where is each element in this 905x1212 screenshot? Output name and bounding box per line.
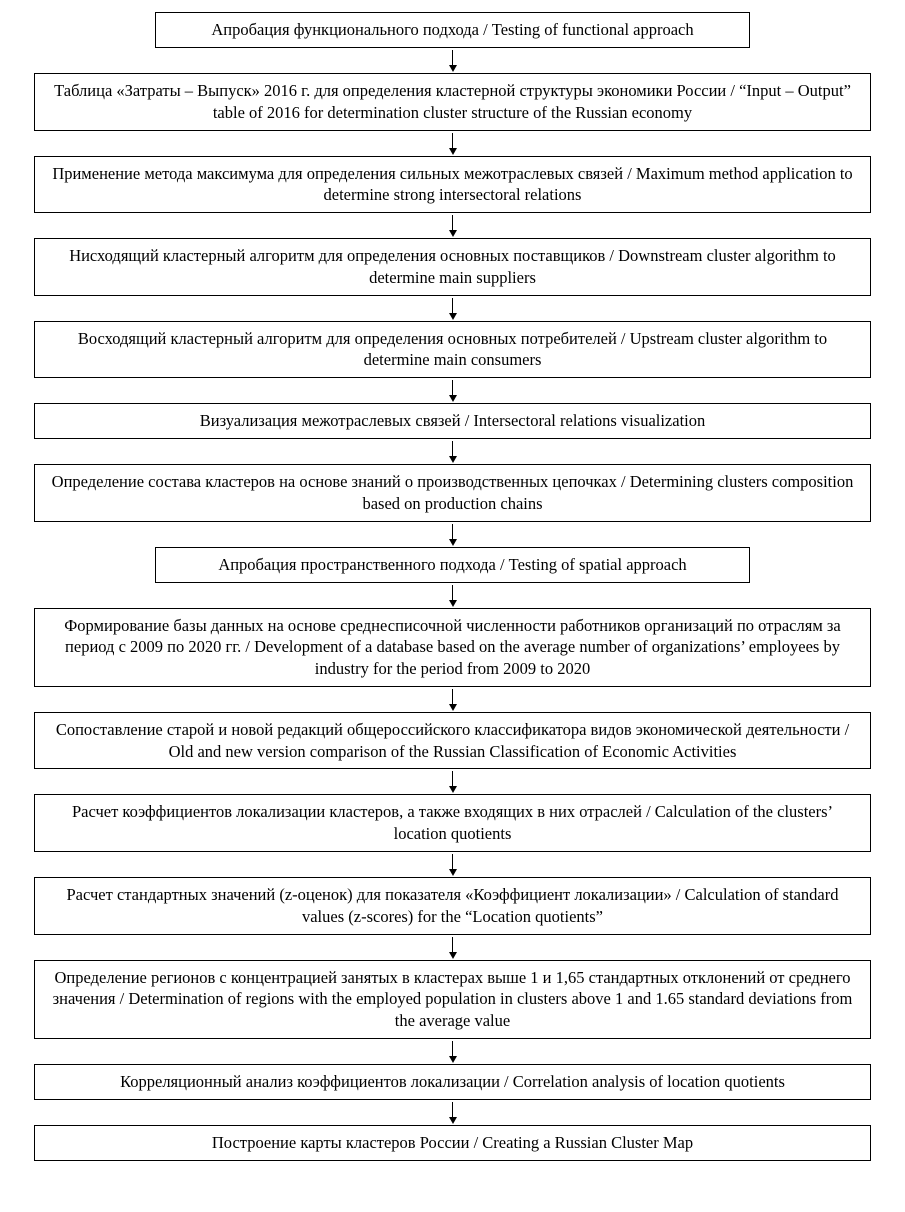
flow-step-14-text: Корреляционный анализ коэффициентов лока… — [120, 1071, 785, 1091]
flow-step-11-text: Расчет коэффициентов локализации кластер… — [71, 802, 834, 844]
arrow-shaft — [451, 1040, 454, 1057]
flow-step-15: Построение карты кластеров России / Crea… — [34, 1124, 871, 1161]
flow-step-6: Визуализация межотраслевых связей / Inte… — [34, 403, 871, 440]
arrow-head — [448, 1116, 457, 1124]
arrow-head — [448, 703, 457, 711]
arrow-down-icon — [448, 852, 457, 877]
arrow-head — [448, 456, 457, 464]
flow-step-14: Корреляционный анализ коэффициентов лока… — [34, 1063, 871, 1100]
flow-step-3-text: Применение метода максимума для определе… — [52, 163, 853, 205]
flowchart: Апробация функционального подхода / Test… — [34, 12, 871, 1161]
arrow-head — [448, 538, 457, 546]
flow-step-4-text: Нисходящий кластерный алгоритм для опред… — [69, 246, 836, 287]
flow-step-6-text: Визуализация межотраслевых связей / Inte… — [199, 411, 706, 431]
flow-step-10: Сопоставление старой и новой редакций об… — [34, 711, 871, 770]
arrow-shaft — [451, 688, 454, 705]
flow-step-13: Определение регионов с концентрацией зан… — [34, 959, 871, 1039]
flow-step-9: Формирование базы данных на основе средн… — [34, 607, 871, 687]
arrow-down-icon — [448, 378, 457, 403]
arrow-head — [448, 951, 457, 959]
arrow-head — [448, 395, 457, 403]
arrow-down-icon — [448, 769, 457, 794]
arrow-shaft — [451, 936, 454, 953]
flow-step-11: Расчет коэффициентов локализации кластер… — [34, 794, 871, 853]
arrow-head — [448, 1055, 457, 1063]
arrow-down-icon — [448, 213, 457, 238]
flow-step-10-text: Сопоставление старой и новой редакций об… — [55, 719, 850, 761]
flow-step-8-text: Апробация пространственного подхода / Te… — [218, 554, 687, 574]
arrow-shaft — [451, 441, 454, 458]
arrow-down-icon — [448, 296, 457, 321]
flow-step-2-text: Таблица «Затраты – Выпуск» 2016 г. для о… — [54, 81, 851, 122]
arrow-shaft — [451, 771, 454, 788]
arrow-head — [448, 230, 457, 238]
arrow-head — [448, 786, 457, 794]
arrow-head — [448, 312, 457, 320]
flow-step-13-text: Определение регионов с концентрацией зан… — [52, 967, 853, 1031]
arrow-shaft — [451, 584, 454, 601]
flow-step-8: Апробация пространственного подхода / Te… — [155, 546, 750, 583]
flow-step-12: Расчет стандартных значений (z-оценок) д… — [34, 877, 871, 935]
arrow-head — [448, 147, 457, 155]
flow-step-9-text: Формирование базы данных на основе средн… — [64, 615, 841, 679]
arrow-down-icon — [448, 439, 457, 464]
arrow-down-icon — [448, 522, 457, 547]
arrow-down-icon — [448, 131, 457, 156]
arrow-shaft — [451, 297, 454, 314]
flow-step-5: Восходящий кластерный алгоритм для опред… — [34, 320, 871, 379]
flow-step-3: Применение метода максимума для определе… — [34, 155, 871, 214]
arrow-down-icon — [448, 48, 457, 73]
arrow-shaft — [451, 854, 454, 871]
flow-step-5-text: Восходящий кластерный алгоритм для опред… — [77, 328, 828, 370]
arrow-shaft — [451, 132, 454, 149]
arrow-down-icon — [448, 687, 457, 712]
arrow-down-icon — [448, 1100, 457, 1125]
flow-step-1: Апробация функционального подхода / Test… — [155, 12, 750, 48]
arrow-shaft — [451, 50, 454, 66]
arrow-shaft — [451, 1101, 454, 1118]
arrow-down-icon — [448, 935, 457, 960]
arrow-head — [448, 869, 457, 877]
flow-step-1-text: Апробация функционального подхода / Test… — [211, 20, 694, 40]
arrow-down-icon — [448, 1039, 457, 1064]
arrow-shaft — [451, 215, 454, 232]
flow-step-15-text: Построение карты кластеров России / Crea… — [211, 1132, 694, 1152]
arrow-shaft — [451, 380, 454, 397]
arrow-head — [448, 65, 457, 72]
flow-step-2: Таблица «Затраты – Выпуск» 2016 г. для о… — [34, 73, 871, 131]
flow-step-7-text: Определение состава кластеров на основе … — [51, 472, 854, 513]
arrow-shaft — [451, 523, 454, 540]
arrow-down-icon — [448, 583, 457, 608]
flow-step-12-text: Расчет стандартных значений (z-оценок) д… — [66, 885, 839, 926]
flow-step-4: Нисходящий кластерный алгоритм для опред… — [34, 238, 871, 296]
flow-step-7: Определение состава кластеров на основе … — [34, 464, 871, 522]
arrow-head — [448, 599, 457, 607]
